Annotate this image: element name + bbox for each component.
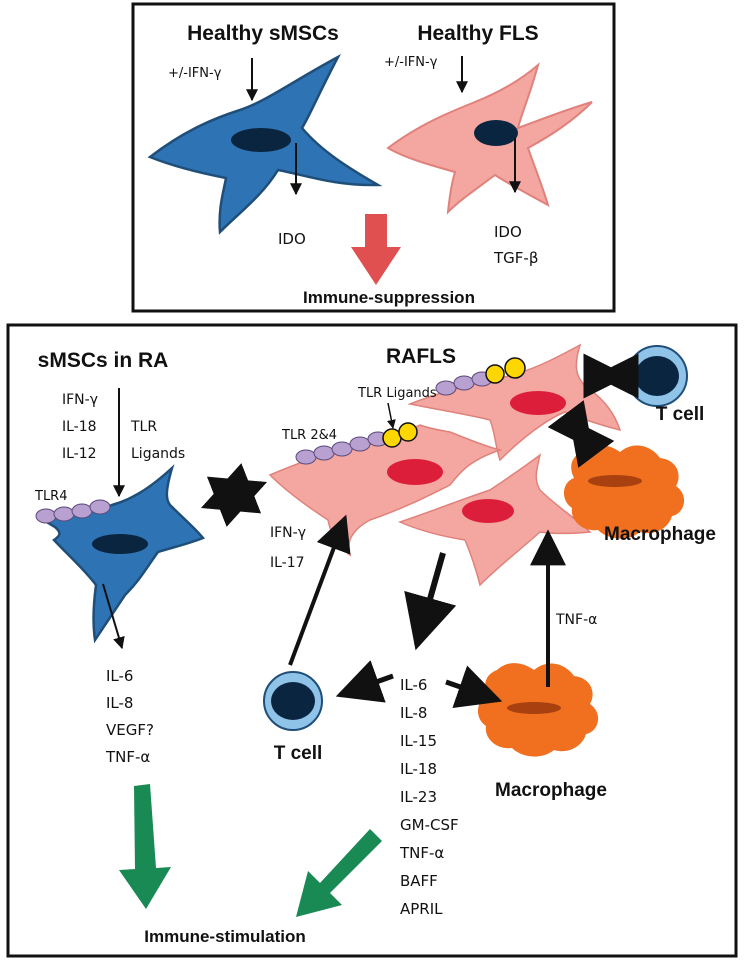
smsc-input-il12: IL-12 xyxy=(62,446,97,462)
smsc-input-ifng: IFN-γ xyxy=(62,392,98,408)
healthy-smscs-title: Healthy sMSCs xyxy=(187,22,339,45)
rafls-nucleus-upper xyxy=(510,391,566,415)
rafls-output-gmcsf: GM-CSF xyxy=(400,816,459,834)
ifn-stim-right: +/-IFN-γ xyxy=(384,55,438,70)
macrophage-right-nucleus xyxy=(588,475,642,487)
rafls-nucleus-middle xyxy=(387,459,443,485)
tcell-bottom-label: T cell xyxy=(274,743,323,764)
tlr-ligands-side-2: Ligands xyxy=(131,446,185,462)
healthy-fls-nucleus xyxy=(474,120,518,146)
tcell-right-label: T cell xyxy=(656,404,705,425)
healthy-fls-title: Healthy FLS xyxy=(417,22,538,45)
ra-smsc-nucleus xyxy=(92,534,148,554)
tlr24-label: TLR 2&4 xyxy=(281,428,337,443)
tlr-ligands-top-label: TLR Ligands xyxy=(357,386,437,401)
smsc-output-ido: IDO xyxy=(278,230,306,248)
smsc-input-il18: IL-18 xyxy=(62,419,97,435)
macrophage-bottom-nucleus xyxy=(507,702,561,714)
macrophage-right xyxy=(563,445,685,539)
tlr4-receptors xyxy=(35,499,111,524)
rafls-output-il6: IL-6 xyxy=(400,676,427,694)
rafls-title: RAFLS xyxy=(386,345,456,368)
smscs-ra-title: sMSCs in RA xyxy=(38,349,169,372)
cytokines-to-tcell-arrow xyxy=(335,660,394,703)
stimulation-label: Immune-stimulation xyxy=(144,927,306,946)
cytokines-to-macrophage-arrow xyxy=(445,665,503,709)
top-panel-frame xyxy=(131,2,616,313)
smsc-rafls-interaction-arrow xyxy=(200,463,268,527)
rafls-output-tnfa: TNF-α xyxy=(399,844,444,862)
macrophage-bottom-label: Macrophage xyxy=(495,780,607,801)
rafls-output-arrow xyxy=(404,552,457,651)
bottom-panel-frame xyxy=(6,323,738,958)
fls-output-ido: IDO xyxy=(494,223,522,241)
macrophage-output-tnfa: TNF-α xyxy=(555,612,597,628)
healthy-smsc-nucleus xyxy=(231,128,291,152)
tcell-right-nucleus xyxy=(635,356,679,396)
rafls-cytokine-list: IL-6 IL-8 IL-15 IL-18 IL-23 GM-CSF TNF-α… xyxy=(399,676,459,918)
macrophage-right-label: Macrophage xyxy=(604,524,716,545)
rafls-output-baff: BAFF xyxy=(400,872,438,890)
rafls-output-il15: IL-15 xyxy=(400,732,437,750)
smsc-output-vegf: VEGF? xyxy=(106,721,154,739)
suppression-label: Immune-suppression xyxy=(303,288,475,307)
suppression-arrow xyxy=(351,214,401,285)
smsc-output-il6: IL-6 xyxy=(106,667,133,685)
ifn-stim-left: +/-IFN-γ xyxy=(168,66,222,81)
ra-smsc-cell xyxy=(35,464,206,644)
rafls-nucleus-lower xyxy=(462,499,514,523)
tlr-ligands-pointer xyxy=(386,402,396,429)
tcell-input-il17: IL-17 xyxy=(270,555,305,571)
tlr-ligands-side-1: TLR xyxy=(130,419,157,435)
macrophage-right-interaction-arrow xyxy=(547,400,615,468)
tcell-bottom-nucleus xyxy=(271,682,315,720)
tlr4-label: TLR4 xyxy=(34,489,68,504)
tcell-input-ifng: IFN-γ xyxy=(270,525,306,541)
rafls-output-april: APRIL xyxy=(400,900,443,918)
fls-output-tgfb: TGF-β xyxy=(493,249,538,267)
rafls-output-il23: IL-23 xyxy=(400,788,437,806)
stimulation-arrow-left xyxy=(119,784,171,909)
smsc-output-il8: IL-8 xyxy=(106,694,133,712)
smsc-output-tnfa: TNF-α xyxy=(105,748,150,766)
tlr-ligands xyxy=(382,357,526,448)
smsc-output-arrow-ra xyxy=(102,583,125,650)
tcell-to-rafls-arrow xyxy=(288,514,351,666)
rafls-output-il18: IL-18 xyxy=(400,760,437,778)
stimulation-arrow-right xyxy=(296,829,382,917)
rafls-output-il8: IL-8 xyxy=(400,704,427,722)
